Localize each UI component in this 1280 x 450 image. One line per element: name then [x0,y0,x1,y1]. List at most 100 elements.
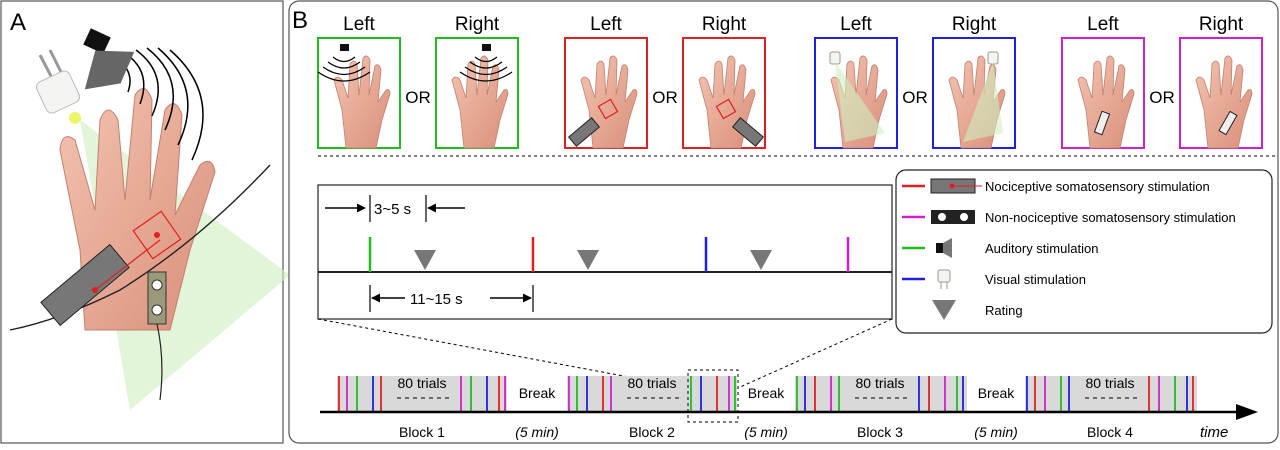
legend-label: Nociceptive somatosensory stimulation [985,179,1210,194]
block-label: Block 4 [1087,424,1133,440]
trials-label: 80 trials [855,375,904,391]
sound-wave [332,56,356,63]
nociceptive-probe-icon [731,117,765,147]
panel-a-letter: A [10,9,26,36]
block-label: Block 3 [857,424,903,440]
zoom-window [687,369,739,423]
right-label: Right [702,14,747,35]
right-label: Right [1199,14,1244,35]
rating-triangle-icon [932,300,956,320]
light-cone [963,62,1003,142]
light-cone [835,62,885,142]
zoom-line-right [737,318,893,389]
legend-label: Visual stimulation [985,272,1086,287]
legend-item: Auditory stimulation [902,238,1098,258]
trials-label: 80 trials [627,375,676,391]
break-label: Break [978,385,1016,401]
led-icon [35,49,81,124]
panel-a: A [0,0,290,444]
legend-label: Non-nociceptive somatosensory stimulatio… [985,210,1236,225]
nociceptive-probe-icon [567,117,601,147]
sound-wave [322,66,366,76]
sound-wave [464,66,508,76]
speaker-icon [936,243,943,253]
hand-icon [1077,55,1135,149]
rating-triangle-icon [750,250,772,270]
legend: Nociceptive somatosensory stimulationNon… [895,169,1273,334]
trial-marks [368,237,850,272]
block-fill [795,376,967,412]
electrode-plus [938,213,946,221]
trials-label: 80 trials [397,375,446,391]
or-label: OR [652,88,678,107]
speaker-icon [482,44,491,51]
or-label: OR [405,88,431,107]
rating-triangle-icon [577,250,599,270]
or-label: OR [1149,88,1175,107]
sound-wave [459,71,513,82]
probe-tip [949,183,955,189]
speaker-icon [83,28,135,90]
panel-b-frame [288,0,1279,444]
sound-wave [469,61,503,69]
nociceptive-probe-icon [40,210,182,327]
speaker-icon [340,44,349,51]
right-label: Right [455,14,500,35]
time-axis-arrowhead [1236,404,1258,420]
sound-wave [317,71,371,82]
led-icon [829,51,841,65]
hand-icon [333,55,391,149]
left-label: Left [1087,14,1119,35]
electrode-icon [931,210,975,224]
time-axis-label: time [1200,424,1228,441]
panel-a-frame [0,0,284,444]
legend-item: Non-nociceptive somatosensory stimulatio… [902,210,1236,225]
legend-label: Auditory stimulation [985,241,1098,256]
break-label: Break [748,385,786,401]
trial-detail: 3~5 s 11~15 s [317,184,893,320]
break-label: Break [519,385,557,401]
block-label: Block 2 [629,424,675,440]
block-fill [337,376,507,412]
break-duration-label: (5 min) [515,424,559,440]
isi-label: 3~5 s [374,201,411,218]
rating-triangle-icon [414,250,436,270]
left-label: Left [840,14,872,35]
trials-label: 80 trials [1085,375,1134,391]
legend-item: Nociceptive somatosensory stimulation [902,178,1210,194]
block-fill [567,376,737,412]
left-label: Left [343,14,375,35]
break-duration-label: (5 min) [744,424,788,440]
break-duration-label: (5 min) [974,424,1018,440]
led-icon [937,269,951,283]
hand-icon [1195,55,1253,149]
sound-wave [474,56,498,63]
hand-icon [451,55,509,149]
block-label: Block 1 [399,424,445,440]
speaker-cone [943,238,952,258]
legend-item: Visual stimulation [902,269,1086,289]
or-label: OR [902,88,928,107]
panel-b-letter: B [292,7,308,34]
legend-item: Rating [932,300,1023,320]
electrode-icon [1218,110,1238,136]
electrode-icon [147,271,167,401]
legend-box [895,169,1273,334]
trial-box [317,184,893,320]
target-square-icon [715,98,737,120]
sound-wave [327,61,361,69]
electrode-minus [960,213,968,221]
block-fill [1025,376,1197,412]
